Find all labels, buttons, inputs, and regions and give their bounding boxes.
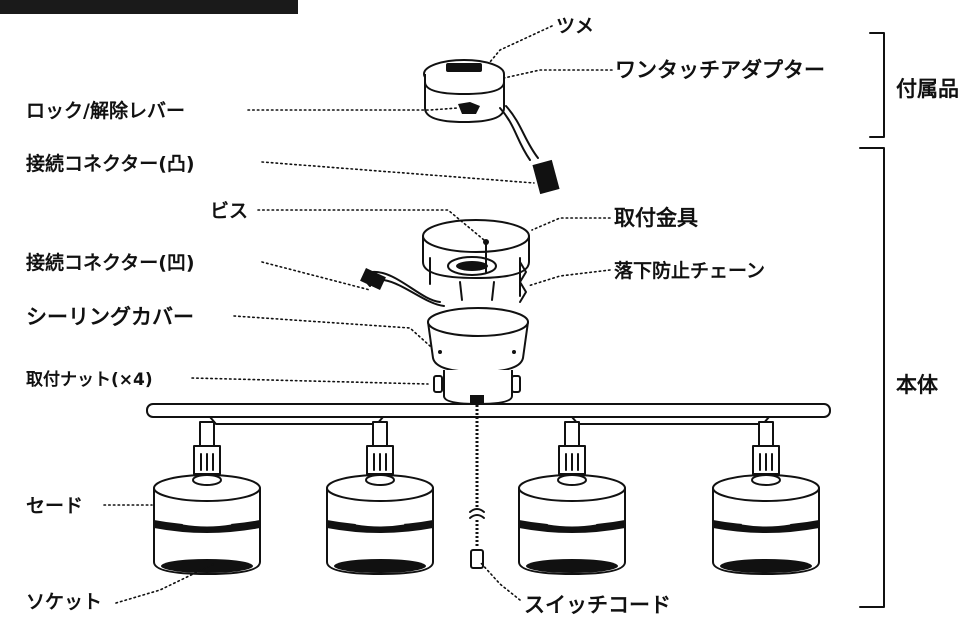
lamp-2	[325, 420, 435, 576]
group-label-accessories: 付属品	[896, 77, 959, 101]
connector-concave-wire	[360, 268, 445, 307]
group-label-main-body: 本体	[896, 373, 939, 397]
header-bar	[0, 0, 298, 14]
label-connector-convex: 接続コネクター(凸)	[26, 152, 195, 175]
label-nut: 取付ナット(×4)	[26, 369, 153, 390]
label-shade: セード	[26, 495, 83, 517]
mounting-bracket	[422, 219, 530, 303]
label-bracket: 取付金具	[614, 206, 698, 230]
ceiling-cover	[427, 307, 529, 405]
lamp-4	[711, 420, 821, 576]
lamp-3	[517, 420, 627, 576]
label-lock-lever: ロック/解除レバー	[26, 99, 185, 122]
switch-cord	[469, 405, 485, 569]
label-socket: ソケット	[26, 591, 102, 613]
leader-lines	[103, 25, 613, 604]
label-adapter: ワンタッチアダプター	[615, 58, 825, 82]
group-brackets	[859, 32, 885, 608]
one-touch-adapter	[423, 59, 560, 195]
label-switch-cord: スイッチコード	[524, 593, 671, 617]
lamp-1	[152, 420, 262, 576]
label-ceiling-cover: シーリングカバー	[26, 305, 194, 329]
label-safety-chain: 落下防止チェーン	[614, 259, 765, 282]
label-screw: ビス	[210, 200, 248, 222]
fixture-bar	[146, 395, 831, 425]
label-tsume: ツメ	[556, 15, 594, 37]
label-connector-concave: 接続コネクター(凹)	[26, 251, 195, 274]
